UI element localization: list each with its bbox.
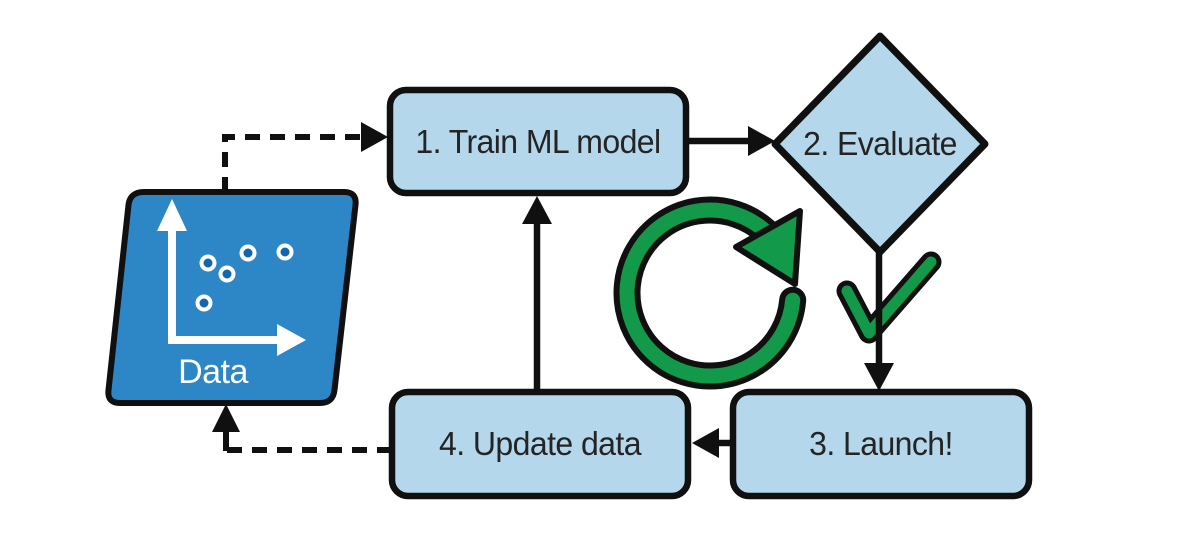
node-train-box bbox=[386, 86, 690, 197]
node-data bbox=[105, 189, 359, 406]
data-node-label: Data bbox=[178, 352, 248, 391]
arrow-update-to-data bbox=[212, 404, 392, 453]
node-train-label: 1. Train ML model bbox=[415, 122, 661, 160]
axis-up-arrowhead-icon bbox=[157, 199, 187, 231]
node-evaluate-label: 2. Evaluate bbox=[803, 125, 957, 162]
node-launch-label: 3. Launch! bbox=[809, 425, 953, 462]
cycle-arrow-icon bbox=[613, 196, 807, 390]
arrow-launch-to-update bbox=[692, 428, 733, 458]
scatter-dot bbox=[239, 244, 257, 262]
axis-right-arrowhead-icon bbox=[277, 324, 306, 356]
arrow-train-to-evaluate bbox=[687, 126, 775, 156]
scatter-dot bbox=[218, 265, 236, 283]
scatter-dot bbox=[199, 254, 217, 272]
checkmark-icon bbox=[836, 251, 942, 344]
arrow-data-to-train bbox=[222, 122, 388, 192]
scatter-plot-icon bbox=[157, 199, 306, 356]
arrow-update-to-train bbox=[522, 196, 552, 393]
scatter-dot bbox=[276, 243, 294, 261]
scatter-dot bbox=[195, 294, 213, 312]
node-update-label: 4. Update data bbox=[439, 425, 641, 462]
arrow-evaluate-to-launch bbox=[864, 251, 894, 391]
